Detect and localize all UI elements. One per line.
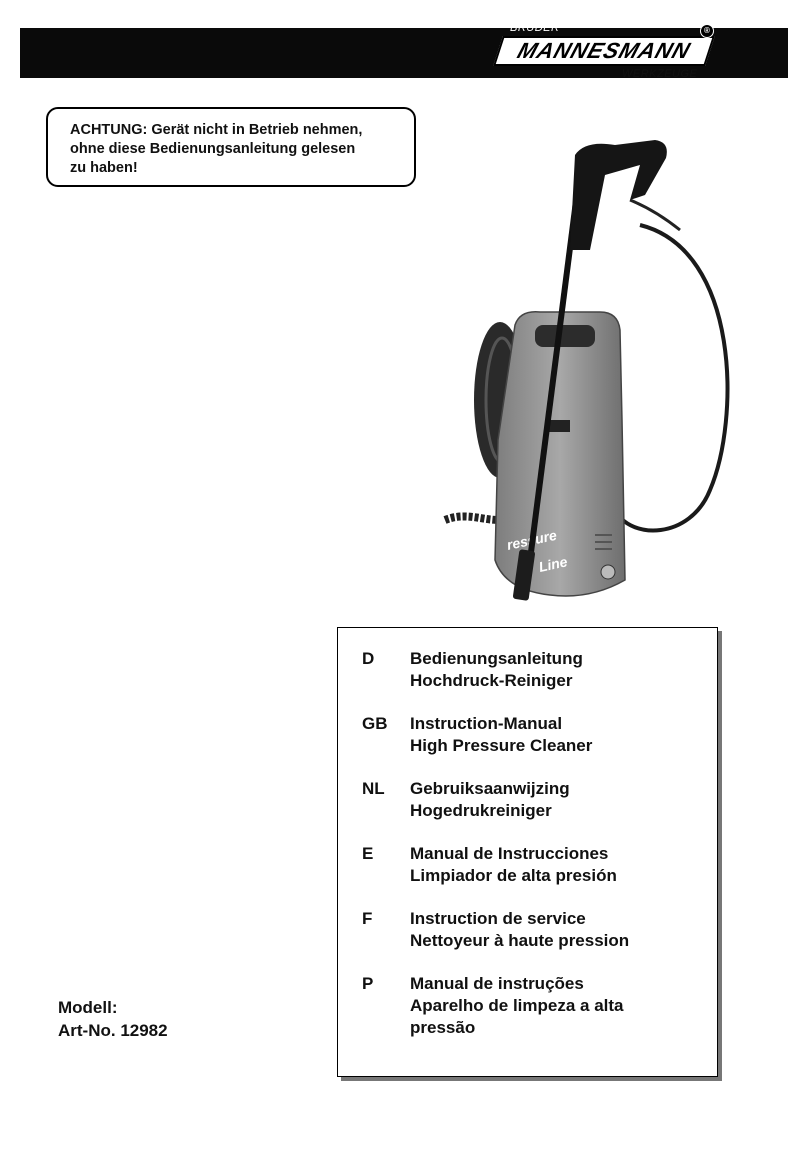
brand-main-plate: MANNESMANN xyxy=(493,36,715,66)
language-entry: F Instruction de service Nettoyeur à hau… xyxy=(362,908,629,952)
model-label: Modell: xyxy=(58,998,118,1017)
language-box: D Bedienungsanleitung Hochdruck-Reiniger… xyxy=(337,627,718,1077)
language-subtitle: High Pressure Cleaner xyxy=(410,736,593,755)
language-entry: P Manual de instruções Aparelho de limpe… xyxy=(362,973,629,1039)
warning-line: ohne diese Bedienungsanleitung gelesen xyxy=(70,141,356,157)
language-list: D Bedienungsanleitung Hochdruck-Reiniger… xyxy=(362,648,629,1060)
language-entry: GB Instruction-Manual High Pressure Clea… xyxy=(362,713,629,757)
brand-main-text: MANNESMANN xyxy=(514,38,694,63)
language-code: D xyxy=(362,649,375,668)
language-subtitle: pressão xyxy=(410,1018,476,1037)
language-subtitle: Aparelho de limpeza a alta xyxy=(410,996,624,1015)
language-subtitle: Limpiador de alta presión xyxy=(410,866,617,885)
language-entry: D Bedienungsanleitung Hochdruck-Reiniger xyxy=(362,648,629,692)
language-title: Bedienungsanleitung xyxy=(410,649,583,668)
language-title: Instruction-Manual xyxy=(410,714,563,733)
article-number: Art-No. 12982 xyxy=(58,1021,168,1040)
model-info: Modell: Art-No. 12982 xyxy=(58,996,168,1042)
language-title: Manual de instruções xyxy=(410,974,584,993)
language-entry: NL Gebruiksaanwijzing Hogedrukreiniger xyxy=(362,778,629,822)
brand-top-text: BRÜDER xyxy=(510,22,560,34)
language-title: Instruction de service xyxy=(410,909,586,928)
language-subtitle: Hochdruck-Reiniger xyxy=(410,671,573,690)
language-subtitle: Nettoyeur à haute pression xyxy=(410,931,630,950)
language-entry: E Manual de Instrucciones Limpiador de a… xyxy=(362,843,629,887)
brand-bottom-text: WERKZEUGE xyxy=(622,68,698,80)
language-code: E xyxy=(362,844,374,863)
warning-box: ACHTUNG: Gerät nicht in Betrieb nehmen, … xyxy=(46,107,416,187)
brand-logo: BRÜDER MANNESMANN ® WERKZEUGE xyxy=(492,20,722,84)
language-title: Gebruiksaanwijzing xyxy=(410,779,570,798)
warning-line: ACHTUNG: Gerät nicht in Betrieb nehmen, xyxy=(70,122,363,138)
language-code: F xyxy=(362,909,373,928)
registered-mark: ® xyxy=(700,24,714,38)
language-subtitle: Hogedrukreiniger xyxy=(410,801,552,820)
language-title: Manual de Instrucciones xyxy=(410,844,609,863)
language-code: GB xyxy=(362,714,388,733)
pressure-washer-image: ressure Line xyxy=(443,140,730,601)
language-code: P xyxy=(362,974,374,993)
product-body-text-2: Line xyxy=(537,553,569,575)
language-code: NL xyxy=(362,779,385,798)
warning-line: zu haben! xyxy=(70,160,138,176)
